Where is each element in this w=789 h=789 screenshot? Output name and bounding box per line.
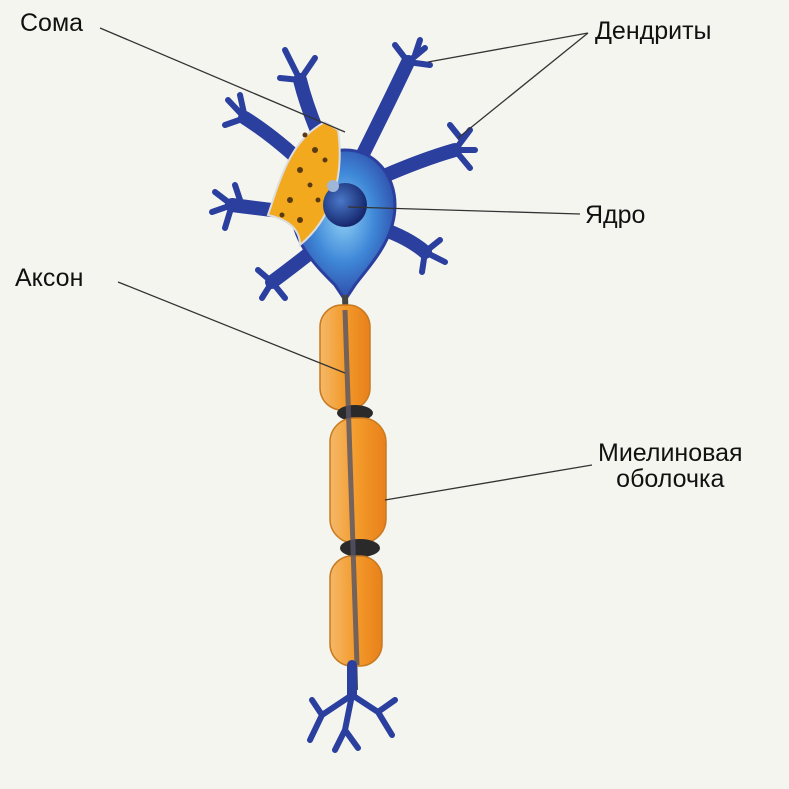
label-myelin-sheath: Миелиновая оболочка	[598, 440, 743, 492]
axon	[319, 294, 387, 691]
label-myelin-line2: оболочка	[616, 465, 725, 493]
label-axon: Аксон	[15, 264, 84, 292]
organelles	[279, 132, 328, 223]
label-dendrites: Дендриты	[595, 17, 712, 45]
label-nucleus: Ядро	[585, 201, 646, 229]
axon-terminal	[307, 660, 398, 753]
nucleus	[323, 183, 367, 227]
leader-lines	[99, 27, 593, 501]
nucleolus	[327, 180, 339, 192]
label-soma: Сома	[20, 9, 84, 37]
node-of-ranvier	[340, 539, 380, 557]
cytoplasm-cutaway	[266, 120, 341, 248]
myelin-segment	[329, 417, 387, 544]
label-myelin-line1: Миелиновая	[598, 439, 743, 467]
